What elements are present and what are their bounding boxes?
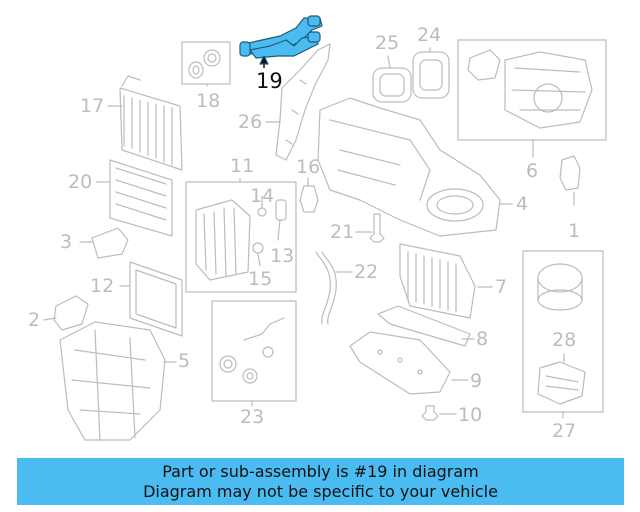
info-banner: Part or sub-assembly is #19 in diagram D…	[17, 458, 624, 505]
banner-line-1: Part or sub-assembly is #19 in diagram	[162, 461, 479, 481]
label-part-23: 23	[240, 406, 265, 428]
label-part-14: 14	[250, 185, 275, 207]
part-28-blower-motor	[537, 263, 586, 405]
label-part-18: 18	[196, 90, 221, 112]
part-16-clip	[299, 185, 319, 213]
label-part-21: 21	[330, 221, 355, 243]
label-part-8: 8	[476, 328, 489, 350]
part-1-actuator	[559, 155, 581, 191]
label-part-13: 13	[270, 245, 295, 267]
box-part-23	[211, 300, 297, 402]
part-24-seal	[412, 51, 450, 99]
label-part-16: 16	[296, 156, 321, 178]
part-2-bracket	[53, 295, 89, 331]
box-part-11	[185, 181, 297, 293]
label-part-5: 5	[178, 350, 191, 372]
label-part-4: 4	[516, 193, 529, 215]
label-part-2: 2	[28, 309, 41, 331]
part-9-insulation	[349, 331, 451, 395]
label-part-3: 3	[60, 231, 73, 253]
label-part-25: 25	[375, 32, 400, 54]
part-8-seal	[377, 305, 471, 347]
box-part-18	[181, 41, 231, 85]
label-part-6: 6	[526, 160, 539, 182]
part-21-sensor	[369, 213, 385, 243]
label-part-10: 10	[458, 404, 483, 426]
part-7-filter	[399, 243, 476, 319]
label-part-12: 12	[90, 275, 115, 297]
label-part-17: 17	[80, 95, 105, 117]
part-22-hose	[315, 251, 337, 325]
label-part-28: 28	[552, 329, 577, 351]
part-20-evaporator	[109, 159, 173, 237]
part-13-valve	[275, 199, 287, 221]
label-part-22: 22	[354, 261, 379, 283]
part-26-bracket	[275, 43, 331, 161]
label-part-27: 27	[552, 420, 577, 442]
parts-diagram	[43, 15, 607, 441]
label-part-20: 20	[68, 171, 93, 193]
part-14-sensor	[257, 207, 267, 217]
label-part-11: 11	[230, 155, 255, 177]
part-11-core	[195, 199, 251, 281]
part-23-fittings	[219, 317, 285, 384]
part-18-grommets	[188, 49, 221, 79]
label-part-26: 26	[238, 111, 263, 133]
part-6-blower	[467, 49, 593, 129]
box-part-6	[457, 39, 607, 141]
label-part-15: 15	[248, 268, 273, 290]
part-5-lower-housing	[59, 321, 166, 441]
part-15-oring	[252, 242, 264, 254]
label-part-9: 9	[470, 370, 483, 392]
leader-lines	[43, 47, 575, 419]
part-17-heater-core	[119, 75, 183, 171]
label-part-24: 24	[417, 24, 442, 46]
part-3-module	[91, 227, 129, 259]
part-10-bolt	[421, 405, 439, 421]
part-25-seal	[372, 67, 412, 103]
label-part-7: 7	[495, 276, 508, 298]
label-part-19: 19	[256, 69, 283, 93]
part-19-highlighted-hoses	[239, 15, 323, 68]
label-part-1: 1	[568, 220, 581, 242]
part-4-hvac-housing	[317, 97, 501, 237]
part-12-filter	[129, 261, 183, 337]
banner-line-2: Diagram may not be specific to your vehi…	[143, 481, 498, 501]
